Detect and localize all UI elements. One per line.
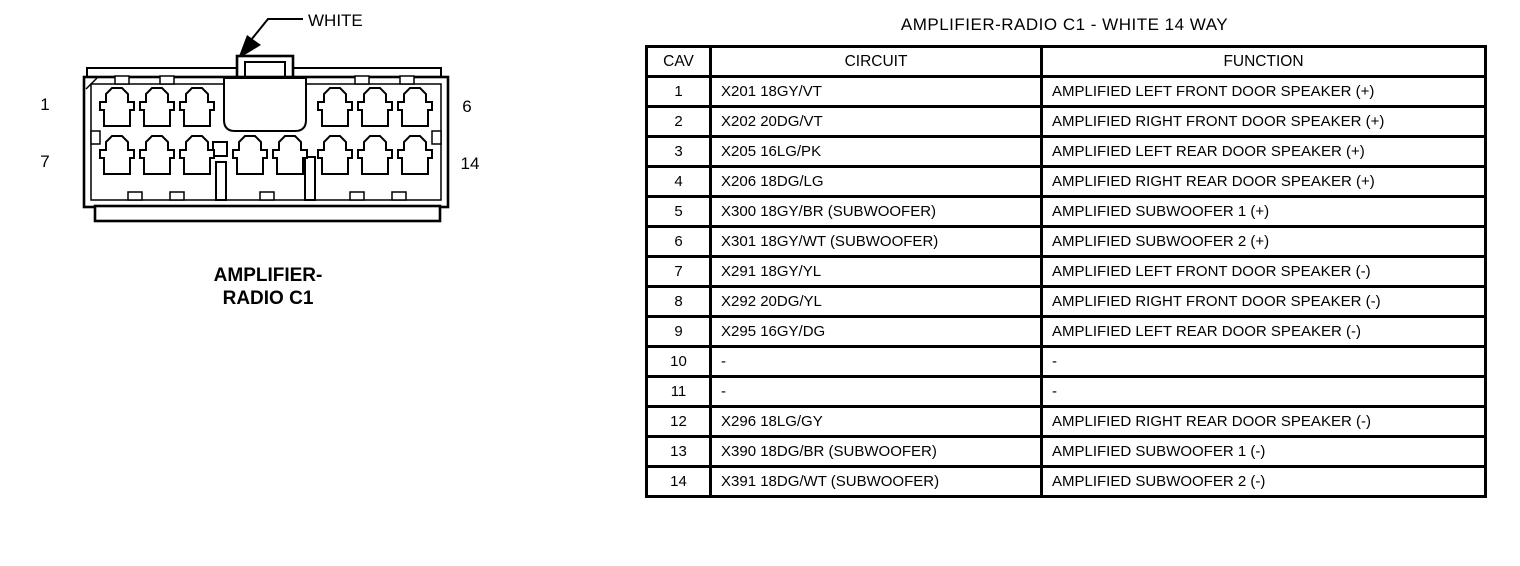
cav-cell: 2: [645, 105, 712, 138]
table-row: 6 X301 18GY/WT (SUBWOOFER) AMPLIFIED SUB…: [645, 225, 1487, 258]
table-title: AMPLIFIER-RADIO C1 - WHITE 14 WAY: [900, 15, 1229, 34]
leader-arrow: [238, 18, 303, 59]
table-row: 3 X205 16LG/PK AMPLIFIED LEFT REAR DOOR …: [645, 135, 1487, 168]
pinout-table-container: CAV CIRCUIT FUNCTION 1 X201 18GY/VT AMPL…: [645, 45, 1487, 498]
connector-diagram: WHITE 1 6 7 14 AMPLIFIER- RADIO C1: [0, 0, 560, 330]
function-cell: AMPLIFIED SUBWOOFER 2 (-): [1040, 465, 1487, 498]
cav-cell: 5: [645, 195, 712, 228]
table-row: 10 - -: [645, 345, 1487, 378]
terminal: [317, 135, 353, 175]
circuit-cell: X301 18GY/WT (SUBWOOFER): [709, 225, 1043, 258]
cavity-dividers: [212, 141, 316, 201]
terminal: [397, 135, 433, 175]
function-cell: -: [1040, 375, 1487, 408]
terminal: [99, 135, 135, 175]
header-cav: CAV: [645, 45, 712, 78]
cav-cell: 12: [645, 405, 712, 438]
connector-color-label: WHITE: [308, 11, 363, 30]
terminal: [357, 87, 393, 127]
circuit-cell: X202 20DG/VT: [709, 105, 1043, 138]
cav-cell: 11: [645, 375, 712, 408]
housing-base: [93, 204, 442, 223]
table-row: 2 X202 20DG/VT AMPLIFIED RIGHT FRONT DOO…: [645, 105, 1487, 138]
table-row: 4 X206 18DG/LG AMPLIFIED RIGHT REAR DOOR…: [645, 165, 1487, 198]
cav-cell: 4: [645, 165, 712, 198]
function-cell: AMPLIFIED RIGHT FRONT DOOR SPEAKER (+): [1040, 105, 1487, 138]
pinout-table: CAV CIRCUIT FUNCTION 1 X201 18GY/VT AMPL…: [645, 45, 1487, 498]
corner-chamfer: [85, 77, 98, 90]
table-row: 9 X295 16GY/DG AMPLIFIED LEFT REAR DOOR …: [645, 315, 1487, 348]
cav-cell: 8: [645, 285, 712, 318]
table-row: 1 X201 18GY/VT AMPLIFIED LEFT FRONT DOOR…: [645, 75, 1487, 108]
cav-cell: 1: [645, 75, 712, 108]
pin-number-top-right: 6: [462, 97, 471, 116]
header-function: FUNCTION: [1040, 45, 1487, 78]
circuit-cell: X292 20DG/YL: [709, 285, 1043, 318]
circuit-cell: X391 18DG/WT (SUBWOOFER): [709, 465, 1043, 498]
connector-caption-line2: RADIO C1: [223, 288, 314, 309]
table-header-row: CAV CIRCUIT FUNCTION: [645, 45, 1487, 78]
circuit-cell: X291 18GY/YL: [709, 255, 1043, 288]
cav-cell: 9: [645, 315, 712, 348]
terminal: [179, 135, 215, 175]
table-row: 11 - -: [645, 375, 1487, 408]
pin-number-bottom-right: 14: [461, 154, 480, 173]
circuit-cell: X206 18DG/LG: [709, 165, 1043, 198]
circuit-cell: X201 18GY/VT: [709, 75, 1043, 108]
terminal: [397, 87, 433, 127]
connector-drawing: WHITE 1 6 7 14 AMPLIFIER- RADIO C1: [40, 11, 480, 309]
cav-cell: 6: [645, 225, 712, 258]
table-row: 8 X292 20DG/YL AMPLIFIED RIGHT FRONT DOO…: [645, 285, 1487, 318]
function-cell: AMPLIFIED SUBWOOFER 1 (-): [1040, 435, 1487, 468]
function-cell: AMPLIFIED RIGHT REAR DOOR SPEAKER (+): [1040, 165, 1487, 198]
function-cell: AMPLIFIED LEFT REAR DOOR SPEAKER (-): [1040, 315, 1487, 348]
function-cell: AMPLIFIED SUBWOOFER 2 (+): [1040, 225, 1487, 258]
cav-cell: 10: [645, 345, 712, 378]
circuit-cell: X295 16GY/DG: [709, 315, 1043, 348]
table-row: 14 X391 18DG/WT (SUBWOOFER) AMPLIFIED SU…: [645, 465, 1487, 498]
circuit-cell: -: [709, 375, 1043, 408]
function-cell: AMPLIFIED LEFT REAR DOOR SPEAKER (+): [1040, 135, 1487, 168]
cav-cell: 3: [645, 135, 712, 168]
cav-cell: 13: [645, 435, 712, 468]
circuit-cell: X296 18LG/GY: [709, 405, 1043, 438]
circuit-cell: X205 16LG/PK: [709, 135, 1043, 168]
pin-number-top-left: 1: [40, 95, 49, 114]
header-circuit: CIRCUIT: [709, 45, 1043, 78]
cav-cell: 7: [645, 255, 712, 288]
circuit-cell: X390 18DG/BR (SUBWOOFER): [709, 435, 1043, 468]
terminal: [139, 87, 175, 127]
terminal: [179, 87, 215, 127]
circuit-cell: -: [709, 345, 1043, 378]
table-row: 7 X291 18GY/YL AMPLIFIED LEFT FRONT DOOR…: [645, 255, 1487, 288]
function-cell: AMPLIFIED LEFT FRONT DOOR SPEAKER (-): [1040, 255, 1487, 288]
function-cell: -: [1040, 345, 1487, 378]
pin-number-bottom-left: 7: [40, 152, 49, 171]
cav-cell: 14: [645, 465, 712, 498]
terminal: [272, 135, 308, 175]
table-row: 5 X300 18GY/BR (SUBWOOFER) AMPLIFIED SUB…: [645, 195, 1487, 228]
wall-bumps: [90, 75, 442, 201]
terminal: [139, 135, 175, 175]
function-cell: AMPLIFIED RIGHT FRONT DOOR SPEAKER (-): [1040, 285, 1487, 318]
connector-caption-line1: AMPLIFIER-: [214, 265, 323, 286]
table-row: 13 X390 18DG/BR (SUBWOOFER) AMPLIFIED SU…: [645, 435, 1487, 468]
function-cell: AMPLIFIED LEFT FRONT DOOR SPEAKER (+): [1040, 75, 1487, 108]
terminal: [357, 135, 393, 175]
terminal: [232, 135, 268, 175]
latch-channel: [223, 77, 307, 132]
terminal: [317, 87, 353, 127]
circuit-cell: X300 18GY/BR (SUBWOOFER): [709, 195, 1043, 228]
function-cell: AMPLIFIED RIGHT REAR DOOR SPEAKER (-): [1040, 405, 1487, 438]
table-row: 12 X296 18LG/GY AMPLIFIED RIGHT REAR DOO…: [645, 405, 1487, 438]
terminal: [99, 87, 135, 127]
function-cell: AMPLIFIED SUBWOOFER 1 (+): [1040, 195, 1487, 228]
